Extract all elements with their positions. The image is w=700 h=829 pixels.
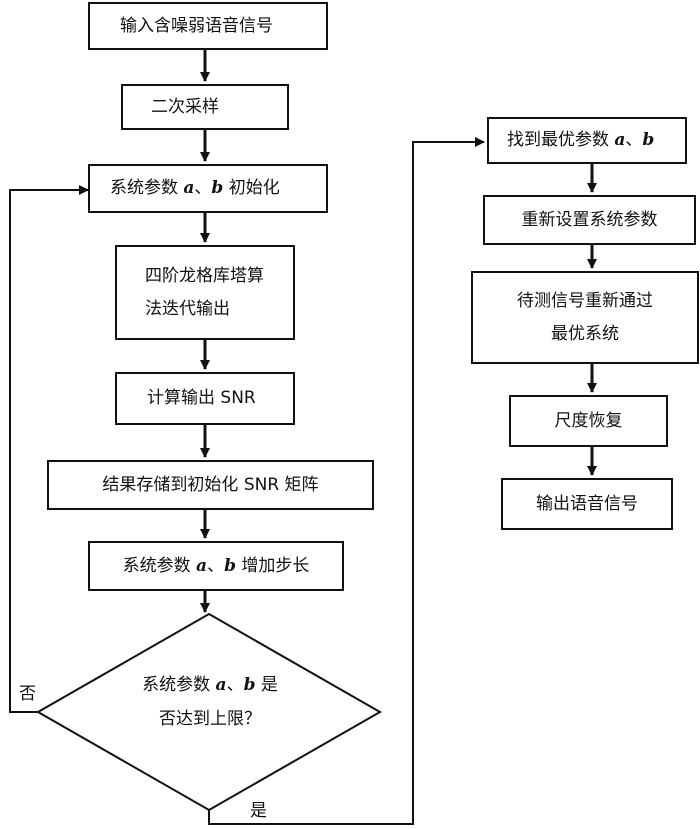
scale-restore-box: 尺度恢复 <box>509 395 668 447</box>
reset-system-params-label: 重新设置系统参数 <box>521 209 658 230</box>
param-step-box: 系统参数 a、b 增加步长 <box>88 541 344 591</box>
output-speech-box: 输出语音信号 <box>501 478 673 530</box>
store-snr-matrix-label: 结果存储到初始化 SNR 矩阵 <box>102 474 319 495</box>
no-label: 否 <box>19 684 36 704</box>
decision-line2: 否达到上限？ <box>159 709 261 729</box>
decision-text: 系统参数 a、b 是 否达到上限？ <box>95 668 325 736</box>
rk4-iteration-label: 四阶龙格库塔算 法迭代输出 <box>145 266 264 319</box>
param-init-label: 系统参数 a、b 初始化 <box>110 178 280 199</box>
output-speech-label: 输出语音信号 <box>536 493 638 514</box>
input-noisy-speech-label: 输入含噪弱语音信号 <box>120 15 273 36</box>
compute-snr-box: 计算输出 SNR <box>115 372 295 425</box>
yes-path-line <box>208 137 485 825</box>
scale-restore-label: 尺度恢复 <box>554 410 623 431</box>
no-loop-line <box>9 185 89 713</box>
compute-snr-label: 计算输出 SNR <box>147 388 256 409</box>
yes-label: 是 <box>250 801 267 821</box>
resample-box: 二次采样 <box>121 84 289 130</box>
param-step-label: 系统参数 a、b 增加步长 <box>122 555 310 576</box>
find-optimal-params-box: 找到最优参数 a、b <box>487 117 687 164</box>
reset-system-params-box: 重新设置系统参数 <box>483 195 696 245</box>
resample-label: 二次采样 <box>151 96 219 117</box>
rk4-iteration-box: 四阶龙格库塔算 法迭代输出 <box>115 245 295 340</box>
param-init-box: 系统参数 a、b 初始化 <box>88 164 328 213</box>
retest-optimal-system-label: 待测信号重新通过 最优系统 <box>517 291 653 344</box>
find-optimal-params-label: 找到最优参数 a、b <box>507 130 655 151</box>
store-snr-matrix-box: 结果存储到初始化 SNR 矩阵 <box>47 460 374 510</box>
retest-optimal-system-box: 待测信号重新通过 最优系统 <box>471 271 699 364</box>
decision-line1: 系统参数 a、b 是 <box>142 675 278 695</box>
input-noisy-speech-box: 输入含噪弱语音信号 <box>88 2 328 50</box>
